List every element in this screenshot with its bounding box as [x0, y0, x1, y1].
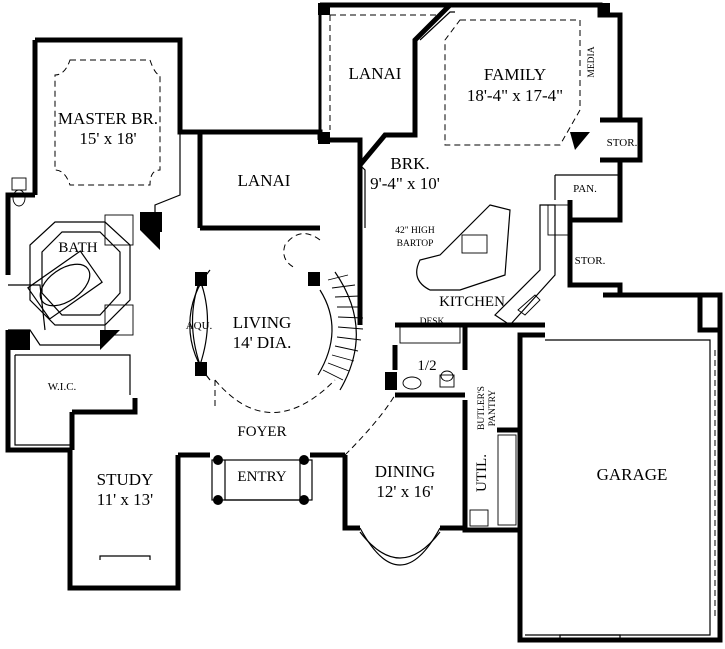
- aqu-name: AQU.: [186, 320, 213, 332]
- entry-name: ENTRY: [237, 469, 286, 485]
- pan-name: PAN.: [573, 183, 597, 195]
- garage-name: GARAGE: [597, 465, 668, 484]
- butlers-line2: PANTRY: [488, 390, 498, 427]
- study-size: 11' x 13': [97, 490, 154, 509]
- bath-name: BATH: [58, 240, 97, 256]
- family-name: FAMILY: [484, 65, 546, 84]
- lanai-top-name: LANAI: [349, 64, 402, 83]
- living-size: 14' DIA.: [233, 333, 292, 352]
- columns: [8, 3, 610, 505]
- living-name: LIVING: [233, 313, 292, 332]
- lanai-left-name: LANAI: [238, 171, 291, 190]
- butlers-line1: BUTLER'S: [477, 386, 487, 430]
- bartop-line1: 42" HIGH: [395, 226, 435, 236]
- interior-lines: [8, 11, 716, 640]
- stor-top-name: STOR.: [607, 137, 638, 149]
- study-name: STUDY: [97, 470, 154, 489]
- media-name: MEDIA: [587, 46, 597, 77]
- bartop-line2: BARTOP: [397, 239, 434, 249]
- room-labels: MASTER BR. 15' x 18' BATH W.I.C. STUDY 1…: [48, 46, 668, 509]
- master-name: MASTER BR.: [58, 109, 158, 128]
- brk-size: 9'-4" x 10': [370, 174, 440, 193]
- stor-right-name: STOR.: [575, 255, 606, 267]
- walls: [5, 2, 723, 643]
- kitchen-name: KITCHEN: [439, 294, 505, 310]
- foyer-name: FOYER: [237, 424, 286, 440]
- dining-name: DINING: [375, 462, 435, 481]
- brk-name: BRK.: [390, 154, 429, 173]
- family-size: 18'-4" x 17-4": [467, 86, 563, 105]
- wic-name: W.I.C.: [48, 381, 77, 393]
- half-bath-name: 1/2: [417, 358, 436, 374]
- desk-name: DESK: [420, 317, 445, 327]
- util-name: UTIL.: [474, 454, 490, 492]
- master-size: 15' x 18': [79, 129, 136, 148]
- dining-size: 12' x 16': [376, 482, 433, 501]
